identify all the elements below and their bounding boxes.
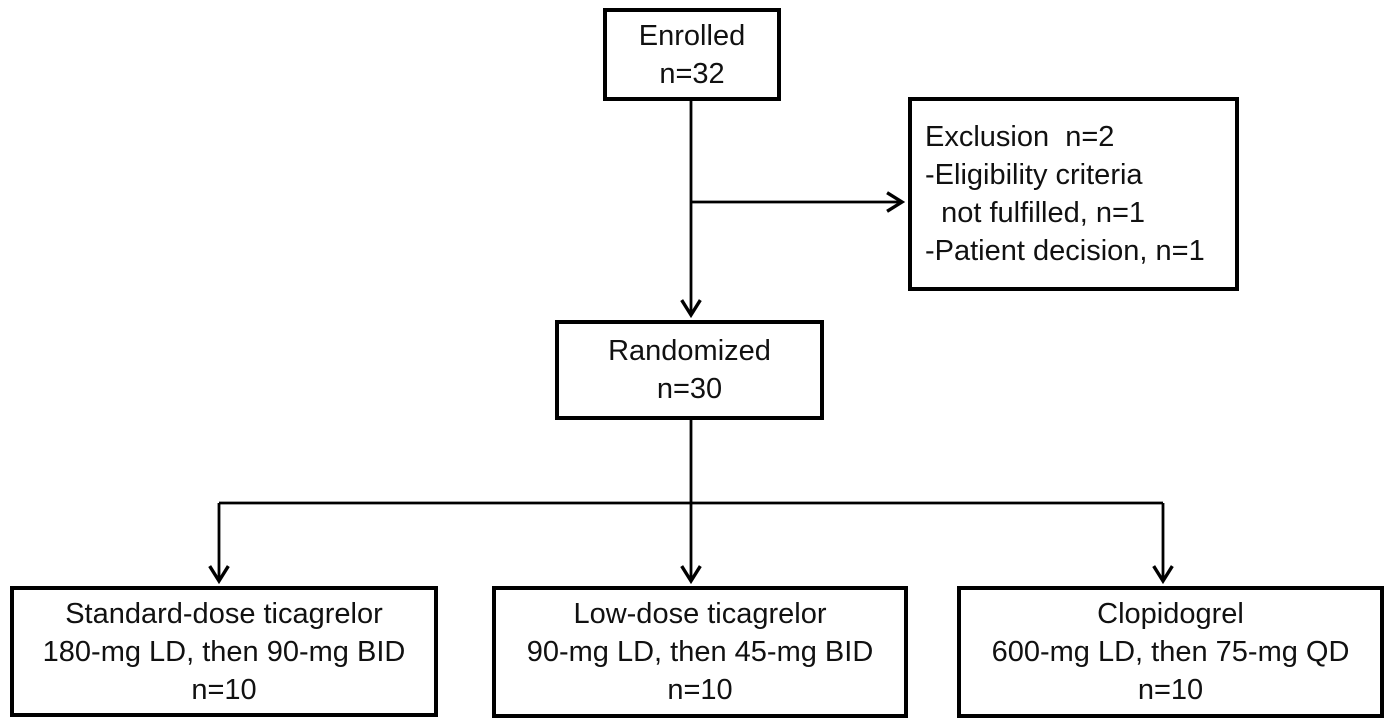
node-randomized-count: n=30 [656, 373, 723, 405]
node-exclusion-line: -Patient decision, n=1 [925, 235, 1205, 267]
node-exclusion-line: Exclusion n=2 [925, 121, 1115, 153]
node-arm-low-count: n=10 [667, 674, 733, 706]
node-arm-standard-count: n=10 [191, 673, 257, 706]
node-arm-clopidogrel-line: 600-mg LD, then 75-mg QD [991, 636, 1350, 668]
node-arm-low-line: 90-mg LD, then 45-mg BID [526, 636, 874, 668]
node-arm-low-line: Low-dose ticagrelor [573, 598, 827, 630]
node-arm-standard-line: Standard-dose ticagrelor [65, 597, 383, 630]
node-arm-clopidogrel: Clopidogrel 600-mg LD, then 75-mg QD n=1… [957, 586, 1384, 718]
node-exclusion-line: not fulfilled, n=1 [925, 197, 1146, 229]
node-exclusion: Exclusion n=2 -Eligibility criteria not … [908, 97, 1239, 291]
node-arm-low-dose-ticagrelor: Low-dose ticagrelor 90-mg LD, then 45-mg… [492, 586, 908, 718]
node-arm-standard-dose-ticagrelor: Standard-dose ticagrelor 180-mg LD, then… [10, 586, 438, 717]
node-enrolled-line: Enrolled [638, 19, 746, 52]
node-randomized-line: Randomized [608, 335, 771, 367]
node-arm-standard-line: 180-mg LD, then 90-mg BID [42, 635, 406, 668]
node-enrolled-count: n=32 [659, 57, 725, 90]
node-enrolled: Enrolled n=32 [603, 8, 781, 101]
node-arm-clopidogrel-count: n=10 [1137, 674, 1204, 706]
node-exclusion-line: -Eligibility criteria [925, 159, 1143, 191]
node-randomized: Randomized n=30 [555, 320, 824, 420]
node-arm-clopidogrel-line: Clopidogrel [1097, 598, 1244, 630]
